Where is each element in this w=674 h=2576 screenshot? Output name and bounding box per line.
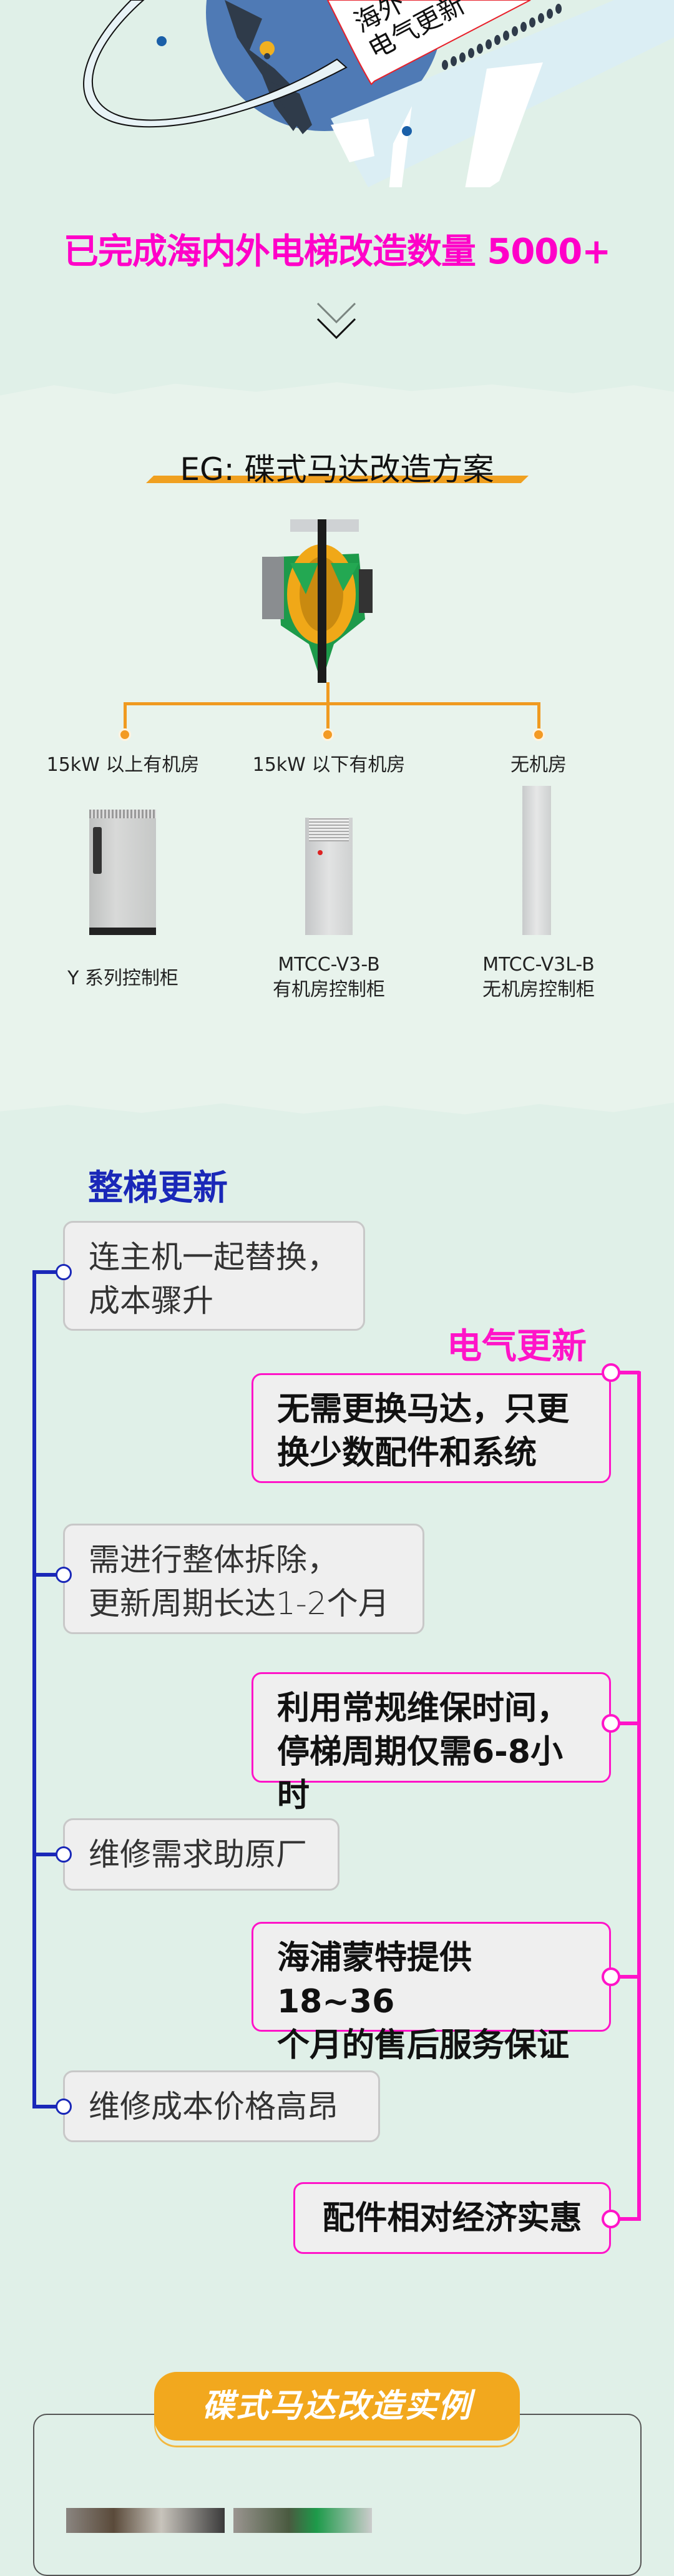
- branch-dot: [119, 728, 131, 741]
- blue-node-dot: [56, 1567, 72, 1583]
- connector-line: [125, 702, 539, 705]
- double-chevron-down-icon[interactable]: [317, 302, 356, 340]
- decor-dot: [157, 36, 167, 46]
- cabinet-name: 有机房控制柜: [273, 979, 385, 1001]
- electrical-update-item: 海浦蒙特提供18~36 个月的售后服务保证: [252, 1922, 611, 2064]
- item-line: 利用常规维保时间，: [277, 1690, 570, 1727]
- torn-paper-panel: [0, 382, 674, 1115]
- globe-airplane-illustration: 海外 电气更新: [83, 0, 674, 212]
- blue-node-dot: [56, 2099, 72, 2115]
- cabinet-name: Y 系列控制柜: [67, 967, 178, 989]
- paper-banner: [326, 0, 531, 86]
- item-line: 更新周期长达1-2个月: [89, 1585, 389, 1622]
- cabinet-caption: MTCC-V3-B 有机房控制柜: [223, 953, 435, 1002]
- mtcc-v3l-b-cabinet-image: [522, 786, 551, 935]
- item-line: 维修成本价格高昂: [89, 2089, 338, 2125]
- y-series-cabinet-image: [89, 810, 156, 935]
- blue-node-dot: [56, 1846, 72, 1863]
- connector-line: [326, 682, 330, 703]
- cabinet-name: 无机房控制柜: [482, 979, 595, 1001]
- full-replacement-item: 连主机一起替换， 成本骤升: [63, 1221, 365, 1331]
- cabinet-caption: MTCC-V3L-B 无机房控制柜: [432, 953, 645, 1002]
- branch-dot: [532, 728, 545, 741]
- electrical-update-item: 利用常规维保时间， 停梯周期仅需6-8小时: [252, 1672, 611, 1814]
- hero-illustration: 海外 电气更新: [0, 0, 674, 212]
- cabinet-caption: Y 系列控制柜: [17, 966, 229, 991]
- electrical-update-title: 电气更新: [447, 1326, 587, 1367]
- item-line: 成本骤升: [89, 1283, 213, 1319]
- pink-node-dot: [602, 2210, 620, 2228]
- connector-line: [124, 702, 127, 730]
- electrical-update-item: 无需更换马达，只更 换少数配件和系统: [252, 1373, 611, 1483]
- item-line: 连主机一起替换，: [89, 1239, 338, 1275]
- pink-node-dot: [602, 1967, 620, 1986]
- solution-title: EG: 碟式马达改造方案: [180, 451, 494, 487]
- blue-node-dot: [56, 1264, 72, 1280]
- case-photo: [66, 2508, 225, 2533]
- title-underline: [146, 476, 529, 483]
- location-pin-icon: [260, 41, 275, 70]
- item-line: 个月的售后服务保证: [277, 2027, 570, 2064]
- headline-stat: 已完成海内外电梯改造数量 5000+: [63, 232, 611, 272]
- item-line: 配件相对经济实惠: [322, 2200, 582, 2237]
- pink-node-dot: [602, 1363, 620, 1382]
- pink-timeline: [637, 1371, 641, 2221]
- connector-line: [326, 702, 330, 730]
- full-replacement-item: 需进行整体拆除， 更新周期长达1-2个月: [63, 1524, 424, 1634]
- branch-dot: [321, 728, 334, 741]
- pink-node-dot: [602, 1714, 620, 1733]
- cases-title: 碟式马达改造实例: [154, 2372, 520, 2441]
- connector-line: [537, 702, 540, 730]
- item-line: 海浦蒙特提供18~36: [277, 1939, 472, 2020]
- branch-label: 无机房: [510, 754, 567, 776]
- item-line: 停梯周期仅需6-8小时: [277, 1733, 563, 1814]
- blue-timeline: [32, 1271, 36, 2108]
- full-replacement-item: 维修成本价格高昂: [63, 2070, 380, 2142]
- item-line: 无需更换马达，只更: [277, 1391, 570, 1428]
- item-line: 需进行整体拆除，: [89, 1542, 338, 1578]
- decor-dot: [402, 126, 412, 136]
- full-replacement-title: 整梯更新: [88, 1168, 228, 1208]
- full-replacement-item: 维修需求助原厂: [63, 1818, 339, 1891]
- case-photo: [233, 2508, 372, 2533]
- branch-label: 15kW 以下有机房: [252, 754, 406, 776]
- item-line: 换少数配件和系统: [277, 1434, 537, 1472]
- item-line: 维修需求助原厂: [89, 1836, 307, 1873]
- mtcc-v3-b-cabinet-image: [305, 818, 353, 935]
- electrical-update-item: 配件相对经济实惠: [293, 2182, 611, 2254]
- branch-label: 15kW 以上有机房: [46, 754, 200, 776]
- cabinet-model: MTCC-V3L-B: [482, 954, 595, 976]
- disc-motor-image: [262, 519, 373, 683]
- airplane-icon: [331, 0, 674, 212]
- cabinet-model: MTCC-V3-B: [278, 954, 380, 976]
